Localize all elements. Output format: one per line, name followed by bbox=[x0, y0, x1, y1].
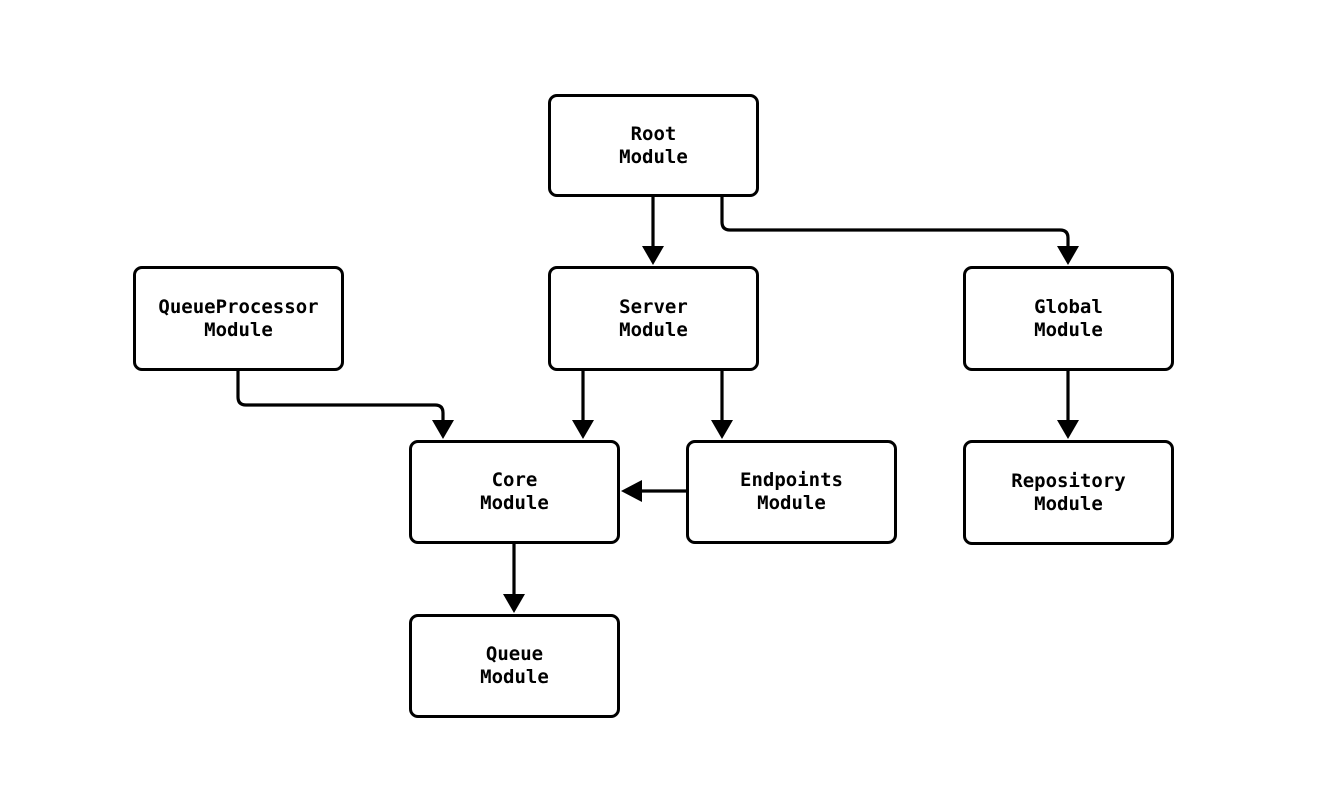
node-core-line1: Core bbox=[491, 469, 538, 491]
node-repository-line1: Repository bbox=[1011, 469, 1126, 492]
edge-root-to-global bbox=[720, 197, 1079, 265]
edge-root-to-server bbox=[642, 197, 664, 265]
node-server-line2: Module bbox=[619, 318, 688, 341]
node-queue-line1: Queue bbox=[485, 643, 544, 665]
node-server-line1: Server bbox=[619, 295, 688, 318]
edge-queueprocessor-to-core bbox=[236, 371, 454, 439]
edge-endpoints-to-core bbox=[621, 480, 686, 502]
node-endpoints-line1: Endpoints bbox=[740, 469, 843, 491]
node-queueprocessor-line2: Module bbox=[204, 318, 273, 341]
node-root-line2: Module bbox=[619, 145, 688, 168]
node-root-line1: Root bbox=[630, 122, 677, 145]
node-global-line2: Module bbox=[1034, 318, 1103, 341]
edge-server-to-core bbox=[572, 371, 594, 439]
node-core-line2: Module bbox=[480, 492, 549, 514]
node-endpoints-line2: Module bbox=[757, 492, 826, 514]
edge-global-to-repository bbox=[1057, 371, 1079, 439]
edge-server-to-endpoints bbox=[711, 371, 733, 439]
edge-core-to-queue bbox=[503, 544, 525, 613]
node-repository-line2: Module bbox=[1034, 492, 1103, 515]
node-global-line1: Global bbox=[1034, 295, 1103, 318]
node-queue-line2: Module bbox=[480, 666, 549, 688]
node-queueprocessor-line1: QueueProcessor bbox=[158, 295, 319, 318]
